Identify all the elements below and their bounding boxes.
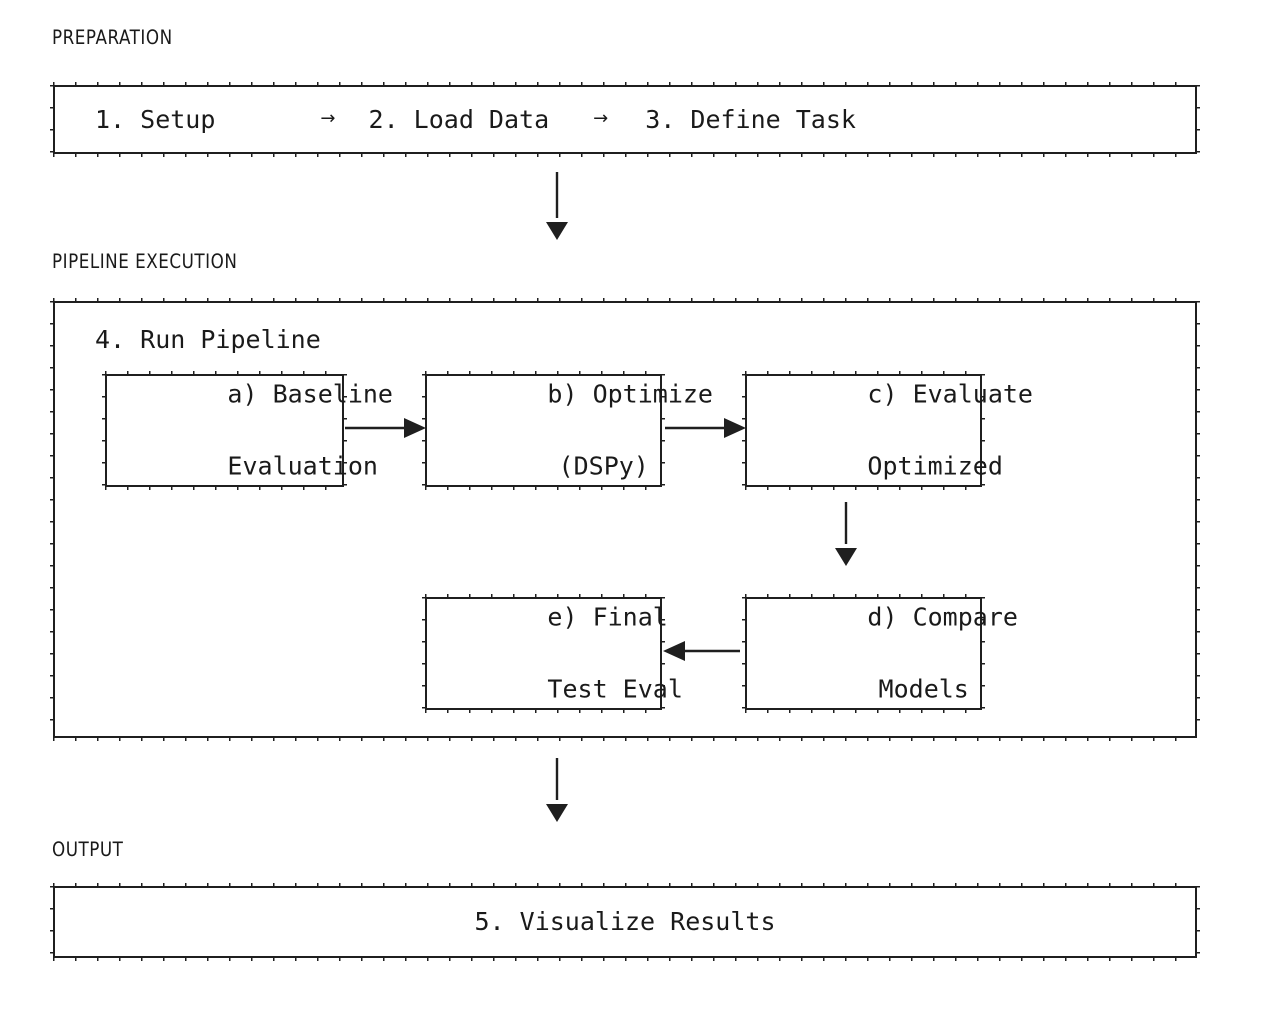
node-a-label: a) Baseline Evaluation xyxy=(107,340,393,521)
node-d-compare-models[interactable]: d) Compare Models xyxy=(741,593,1018,714)
preparation-step-row: 1. Setup → 2. Load Data → 3. Define Task xyxy=(55,87,1195,152)
node-b-optimize-dspy[interactable]: b) Optimize (DSPy) xyxy=(421,370,713,491)
node-e-line-2: Test Eval xyxy=(547,674,683,704)
preparation-step-1[interactable]: 1. Setup xyxy=(95,105,216,134)
node-a-baseline-evaluation[interactable]: a) Baseline Evaluation xyxy=(101,370,393,491)
output-box[interactable]: 5. Visualize Results xyxy=(49,882,1201,962)
arrow-right-icon: → xyxy=(320,107,336,129)
section-label-preparation: PREPARATION xyxy=(52,26,173,49)
node-c-line-1: c) Evaluate xyxy=(867,379,1033,409)
node-b-label: b) Optimize (DSPy) xyxy=(427,340,713,521)
node-d-label: d) Compare Models xyxy=(747,563,1018,744)
pipeline-execution-box[interactable]: 4. Run Pipeline a) Baseline Evaluation b… xyxy=(49,297,1201,742)
node-e-label: e) Final Test Eval xyxy=(427,563,682,744)
node-b-line-1: b) Optimize xyxy=(547,379,713,409)
pipeline-heading: 4. Run Pipeline xyxy=(95,325,321,354)
node-c-line-2: Optimized xyxy=(867,451,1003,481)
preparation-box[interactable]: 1. Setup → 2. Load Data → 3. Define Task xyxy=(49,81,1201,158)
arrow-right-icon: → xyxy=(593,107,609,129)
connector-pipeline-to-output xyxy=(546,758,568,822)
node-a-line-1: a) Baseline xyxy=(227,379,393,409)
node-c-evaluate-optimized[interactable]: c) Evaluate Optimized xyxy=(741,370,1033,491)
output-step-5-label[interactable]: 5. Visualize Results xyxy=(474,906,776,936)
node-d-line-2: Models xyxy=(878,674,969,704)
node-c-label: c) Evaluate Optimized xyxy=(747,340,1033,521)
node-d-line-1: d) Compare xyxy=(867,602,1018,632)
node-a-line-2: Evaluation xyxy=(227,451,378,481)
node-e-line-1: e) Final xyxy=(547,602,668,632)
preparation-step-3[interactable]: 3. Define Task xyxy=(645,105,856,134)
connector-preparation-to-pipeline xyxy=(546,172,568,240)
preparation-step-2[interactable]: 2. Load Data xyxy=(368,105,550,134)
section-label-pipeline-execution: PIPELINE EXECUTION xyxy=(52,250,238,273)
section-label-output: OUTPUT xyxy=(52,838,124,861)
node-b-line-2: (DSPy) xyxy=(558,451,649,481)
node-e-final-test-eval[interactable]: e) Final Test Eval xyxy=(421,593,683,714)
